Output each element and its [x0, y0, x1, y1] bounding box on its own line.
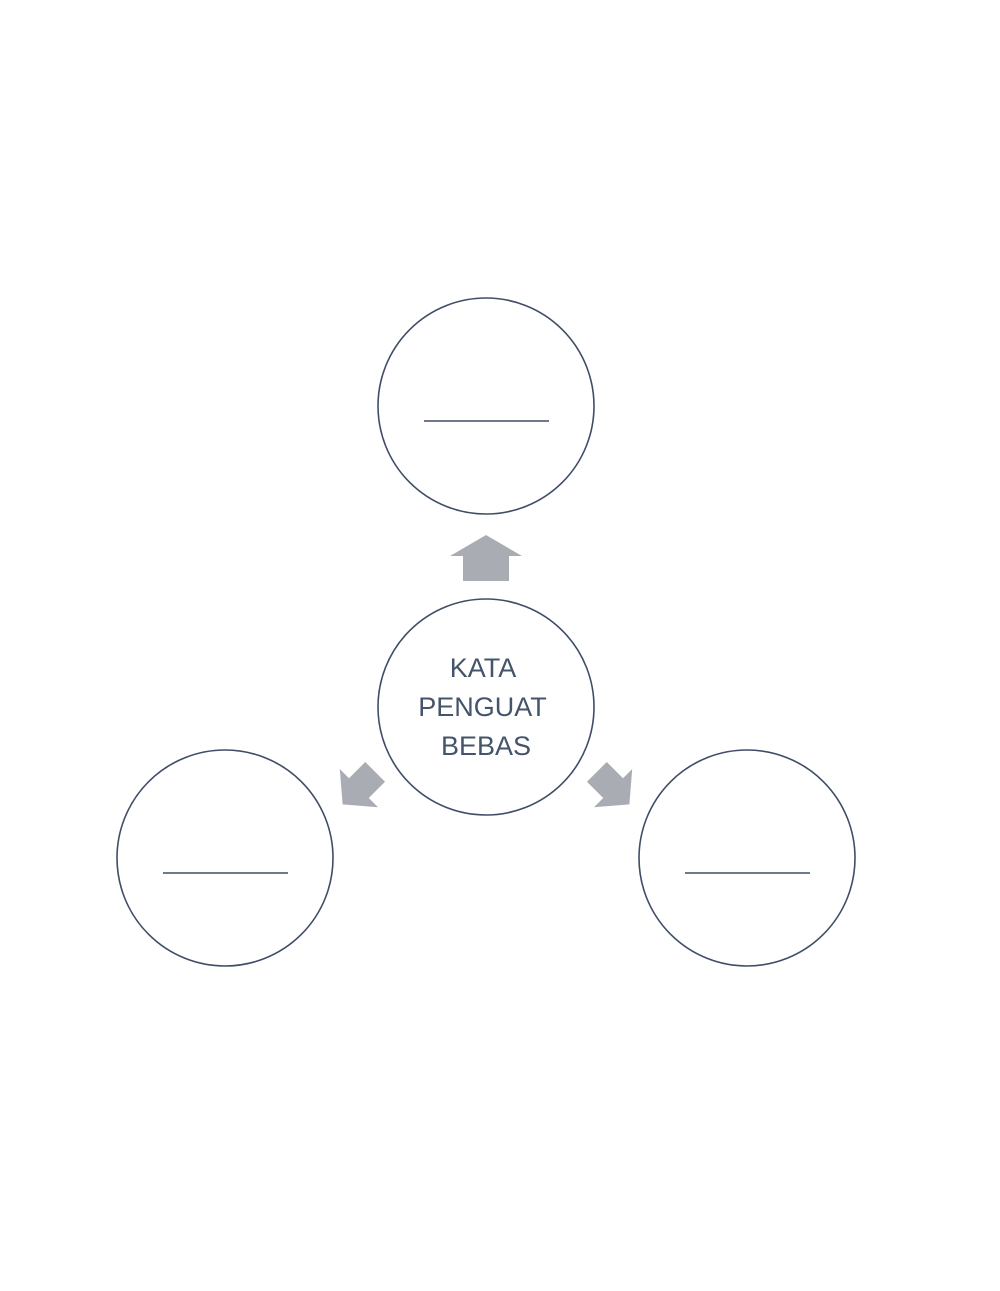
top-node-circle — [377, 297, 595, 515]
arrow-down-left-icon — [339, 761, 386, 808]
center-node: KATA PENGUAT BEBAS — [377, 598, 595, 816]
left-node — [116, 749, 334, 967]
top-node — [377, 297, 595, 515]
center-label-line-2: PENGUAT — [418, 692, 546, 722]
center-node-circle — [377, 598, 595, 816]
left-node-circle — [116, 749, 334, 967]
center-node-label: KATA PENGUAT BEBAS — [418, 653, 554, 761]
arrow-up-icon — [450, 535, 522, 581]
arrow-down-right-icon — [586, 761, 633, 808]
right-node — [638, 749, 856, 967]
center-label-line-3: BEBAS — [441, 731, 531, 761]
center-label-line-1: KATA — [450, 653, 517, 683]
right-node-circle — [638, 749, 856, 967]
